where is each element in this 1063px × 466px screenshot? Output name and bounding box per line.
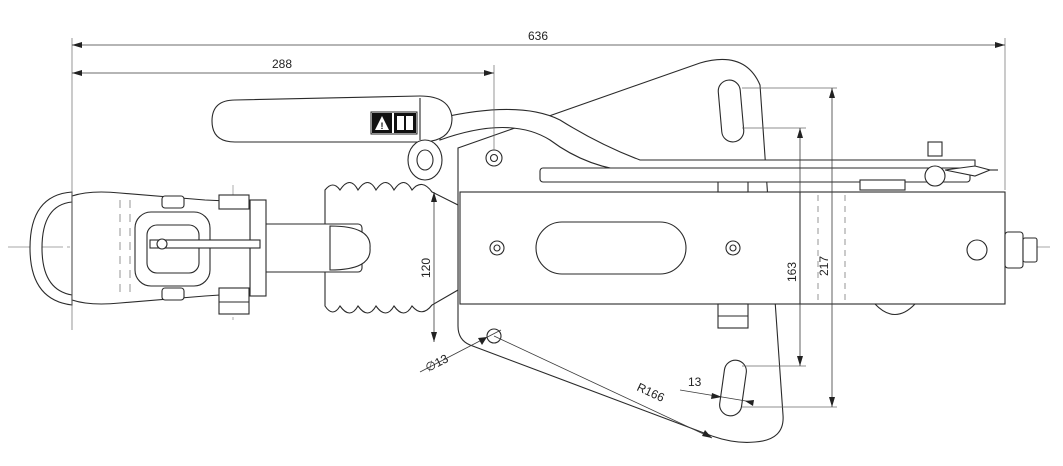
dim-inner-hole-spacing <box>797 128 803 366</box>
dim-outer-height <box>829 88 835 407</box>
pivot-eye-inner <box>416 149 434 171</box>
rear-connector <box>1004 231 1024 269</box>
tube-bolt-right <box>725 240 741 256</box>
tube-bolt-left <box>489 240 505 256</box>
head-bottom-lug <box>161 287 185 301</box>
bellows-boot <box>324 181 459 314</box>
dim-inner-hole-spacing-label: 163 <box>785 262 799 282</box>
rod-bracket <box>859 179 906 191</box>
flange-bottom-slot <box>719 359 747 417</box>
rod-end-eye <box>924 165 946 187</box>
safety-handle-knob <box>156 238 168 250</box>
flange-top-slot <box>717 79 745 143</box>
tube-long-slot <box>535 221 687 275</box>
rear-plug <box>966 239 988 261</box>
dim-to-pivot-length <box>72 70 494 76</box>
svg-text:!: ! <box>381 121 384 131</box>
rear-connector-cap <box>1022 237 1038 263</box>
warning-triangle-book-icon: ! <box>370 111 418 135</box>
rear-roller <box>874 303 916 316</box>
dim-overall-length <box>72 42 1005 48</box>
dim-outer-height-label: 217 <box>817 256 831 276</box>
drawbar-end <box>329 225 371 271</box>
pivot-bolt <box>485 149 503 167</box>
tube-bolt-right-inner <box>729 244 737 252</box>
pivot-eye <box>407 139 443 181</box>
tube-bolt-left-inner <box>493 244 501 252</box>
dim-slot-width <box>679 389 754 406</box>
head-bolt-bottom <box>218 287 250 315</box>
rod-fitting <box>927 141 943 157</box>
dim-slot-radius <box>493 335 713 439</box>
pivot-bolt-inner <box>489 153 499 163</box>
head-bolt-top <box>218 194 250 210</box>
dim-hole-diameter-leader <box>419 329 502 373</box>
safety-handle-bar <box>149 239 261 249</box>
safety-handle-inner <box>146 224 200 274</box>
head-top-lug <box>161 195 185 209</box>
dim-bellows-height <box>431 192 437 342</box>
dim-to-pivot-length-label: 288 <box>272 57 292 71</box>
dim-slot-width-label: 13 <box>688 375 702 389</box>
dim-overall-length-label: 636 <box>528 29 548 43</box>
dim-bellows-height-label: 120 <box>419 258 433 278</box>
dim-hole-diameter-label: ∅13 <box>423 351 451 374</box>
coupling-ring <box>29 191 73 306</box>
